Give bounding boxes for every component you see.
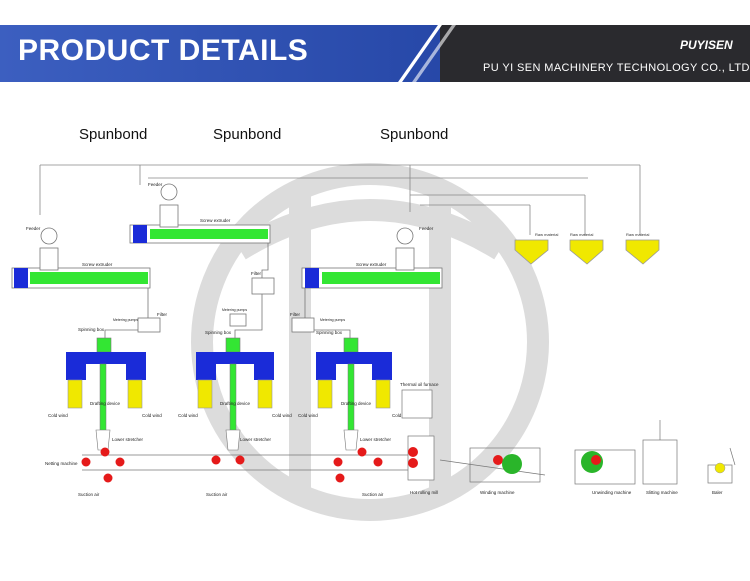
unwinding-label: Unwinding machine [592,490,632,495]
spinning-box-label-2: Spinning box [205,330,232,335]
lower-stretcher-label-3: Lower stretcher [360,437,392,442]
extruder-line-3 [301,227,443,289]
metering-label-2: Metering pumps [222,308,247,312]
filter-label-1: Filter [157,312,168,317]
winding-label: Winding machine [480,490,515,495]
melt-pipes [104,243,351,345]
hopper-label-2: Raw material [570,232,593,237]
spinning-box-label-3: Spinning box [316,330,343,335]
hot-rolling-label: Hot rolling mill [410,490,438,495]
extruder-label-3: Screw extruder [356,262,387,267]
extruder-label-1: Screw extruder [82,262,113,267]
netting-label: Netting machine [45,461,78,466]
feeder-label-3: Feeder [419,226,434,231]
cold-wind-label-2b: Cold wind [272,413,292,418]
unwinding-machine [574,449,636,485]
cold-wind-label-1b: Cold wind [142,413,162,418]
drafting-label-2: Drafting device [220,401,251,406]
filter-label-3: Filter [290,312,301,317]
hopper-label-1: Raw material [535,232,558,237]
feeder-label-1: Feeder [26,226,41,231]
spinning-station-3 [316,337,392,451]
hot-rolling-unit [401,389,435,481]
winding-machine [439,447,546,483]
drafting-label-3: Drafting device [341,401,372,406]
metering-label-1: Metering pumps [113,318,138,322]
cold-wind-label-2a: Cold wind [178,413,198,418]
brand-logo: PUYISEN [680,38,733,52]
cold-wind-label-1a: Cold wind [48,413,68,418]
extruder-line-1 [11,227,151,289]
header-banner: PRODUCT DETAILS PUYISEN PU YI SEN MACHIN… [0,25,750,82]
baler [707,447,736,484]
suction-label-1: Suction air [78,492,100,497]
section-title-2: Spunbond [213,126,282,143]
drafting-label-1: Drafting device [90,401,121,406]
company-name: PU YI SEN MACHINERY TECHNOLOGY CO., LTD [483,62,750,74]
section-title-1: Spunbond [79,126,148,143]
filter-label-2: Filter [251,271,262,276]
banner-left-panel [0,25,440,82]
extruder-line-2 [129,183,271,244]
cold-wind-label-3a: Cold wind [298,413,318,418]
raw-material-hoppers [514,239,660,265]
spinning-box-label-1: Spinning box [78,327,105,332]
thermal-oil-label: Thermal oil furnace [400,382,439,387]
slitting-machine [642,420,678,485]
extruder-label-2: Screw extruder [200,218,231,223]
metering-label-3: Metering pumps [320,318,345,322]
suction-label-2: Suction air [206,492,228,497]
netting-conveyor [81,447,410,483]
feeder-label-2: Feeder [148,182,163,187]
hopper-label-3: Raw material [626,232,649,237]
slitting-label: Slitting machine [646,490,678,495]
spinning-station-1 [66,337,146,451]
filters [137,277,315,333]
raw-material-lines [39,164,641,235]
page-title: PRODUCT DETAILS [18,34,309,67]
lower-stretcher-label-1: Lower stretcher [112,437,144,442]
spinning-station-2 [196,337,274,451]
section-title-3: Spunbond [380,126,449,143]
lower-stretcher-label-2: Lower stretcher [240,437,272,442]
suction-label-3: Suction air [362,492,384,497]
baler-label: Baler [712,490,723,495]
banner-right-panel [440,25,750,82]
watermark-logo [191,163,549,521]
